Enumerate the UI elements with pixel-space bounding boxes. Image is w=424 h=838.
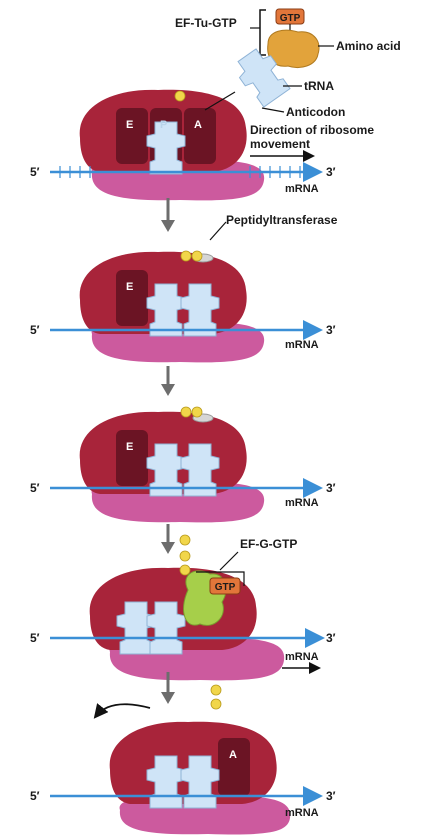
site-a-label: A xyxy=(194,119,202,131)
mrna-label-2: mRNA xyxy=(285,339,319,351)
trna-label: tRNA xyxy=(304,79,334,93)
five-prime-label-2: 5′ xyxy=(30,323,40,337)
amino-acid-label: Amino acid xyxy=(336,39,401,53)
gtp-label: GTP xyxy=(280,13,301,24)
site-e-label-2: E xyxy=(126,281,133,293)
three-prime-label-5: 3′ xyxy=(326,789,336,803)
peptidyltransferase-label: Peptidyltransferase xyxy=(226,213,338,227)
site-e-label-3: E xyxy=(126,441,133,453)
panel-1: EF-Tu-GTP GTP Amino acid tRNA Anticodon … xyxy=(30,8,401,201)
site-e-label: E xyxy=(126,119,133,131)
three-prime-label-3: 3′ xyxy=(326,481,336,495)
three-prime-label-2: 3′ xyxy=(326,323,336,337)
ef-g-gtp-label: EF-G-GTP xyxy=(240,537,297,551)
gtp-badge-2 xyxy=(209,577,241,595)
mrna-label-5: mRNA xyxy=(285,807,319,819)
panel-2: Peptidyltransferase E 5′ 3′ mRNA xyxy=(30,213,338,363)
ef-tu-bracket xyxy=(259,9,266,56)
site-a-label-5: A xyxy=(229,749,237,761)
five-prime-label-4: 5′ xyxy=(30,631,40,645)
site-p-label: P xyxy=(160,119,167,131)
panel-4: EF-G-GTP GTP 5′ 3′ mRNA xyxy=(30,534,336,681)
mrna-label-3: mRNA xyxy=(285,497,319,509)
panel-5: A 5′ 3′ mRNA xyxy=(30,684,336,835)
anticodon-label: Anticodon xyxy=(286,105,345,119)
ef-tu-protein xyxy=(267,29,320,68)
ef-tu-gtp-label: EF-Tu-GTP xyxy=(175,16,237,30)
direction-label-line1: Direction of ribosome xyxy=(250,123,374,137)
five-prime-label: 5′ xyxy=(30,165,40,179)
panel-3: E 5′ 3′ mRNA xyxy=(30,406,336,523)
five-prime-label-5: 5′ xyxy=(30,789,40,803)
gtp-label-2: GTP xyxy=(215,582,236,593)
mrna-label-4: mRNA xyxy=(285,651,319,663)
five-prime-label-3: 5′ xyxy=(30,481,40,495)
mrna-label: mRNA xyxy=(285,183,319,195)
exit-arrow xyxy=(93,703,151,719)
direction-label-line2: movement xyxy=(250,137,310,151)
three-prime-label: 3′ xyxy=(326,165,336,179)
three-prime-label-4: 3′ xyxy=(326,631,336,645)
